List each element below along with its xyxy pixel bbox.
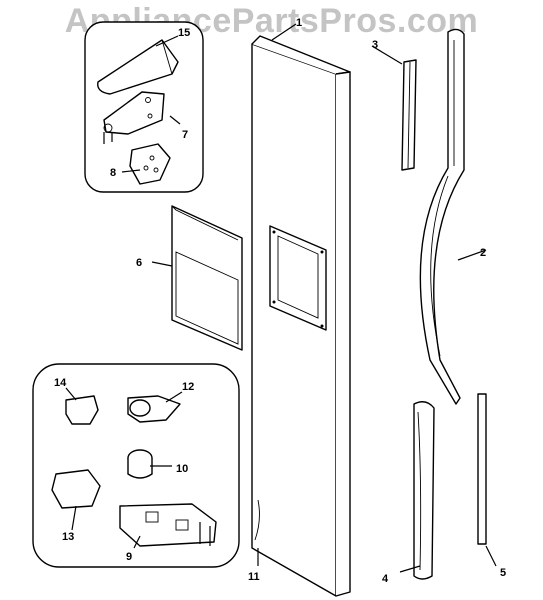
callout-2: 2	[480, 247, 486, 259]
callout-11: 11	[248, 571, 260, 583]
bracket-part-13	[51, 469, 101, 509]
callout-6: 6	[136, 257, 142, 269]
lower-trim-part-4	[413, 401, 435, 580]
callout-12: 12	[182, 381, 194, 393]
lower-hinge-part-9	[119, 503, 217, 547]
callout-7: 7	[182, 129, 188, 141]
callout-1: 1	[296, 17, 302, 29]
door-handle-part-2	[419, 28, 465, 405]
callout-8: 8	[110, 167, 116, 179]
callout-14: 14	[54, 377, 67, 389]
callout-10: 10	[176, 463, 188, 475]
callout-5: 5	[500, 567, 506, 579]
callout-13: 13	[62, 531, 74, 543]
dispenser-trim-part-6	[171, 205, 243, 351]
trim-strip-part-5	[477, 393, 487, 545]
clip-part-14	[65, 395, 99, 425]
callout-15: 15	[178, 27, 190, 39]
shim-part-8	[129, 143, 171, 185]
hinge-cover-part-15	[97, 39, 179, 95]
dispenser-opening	[269, 225, 327, 331]
callout-4: 4	[382, 573, 389, 585]
callout-9: 9	[126, 551, 132, 563]
callout-3: 3	[372, 39, 378, 51]
